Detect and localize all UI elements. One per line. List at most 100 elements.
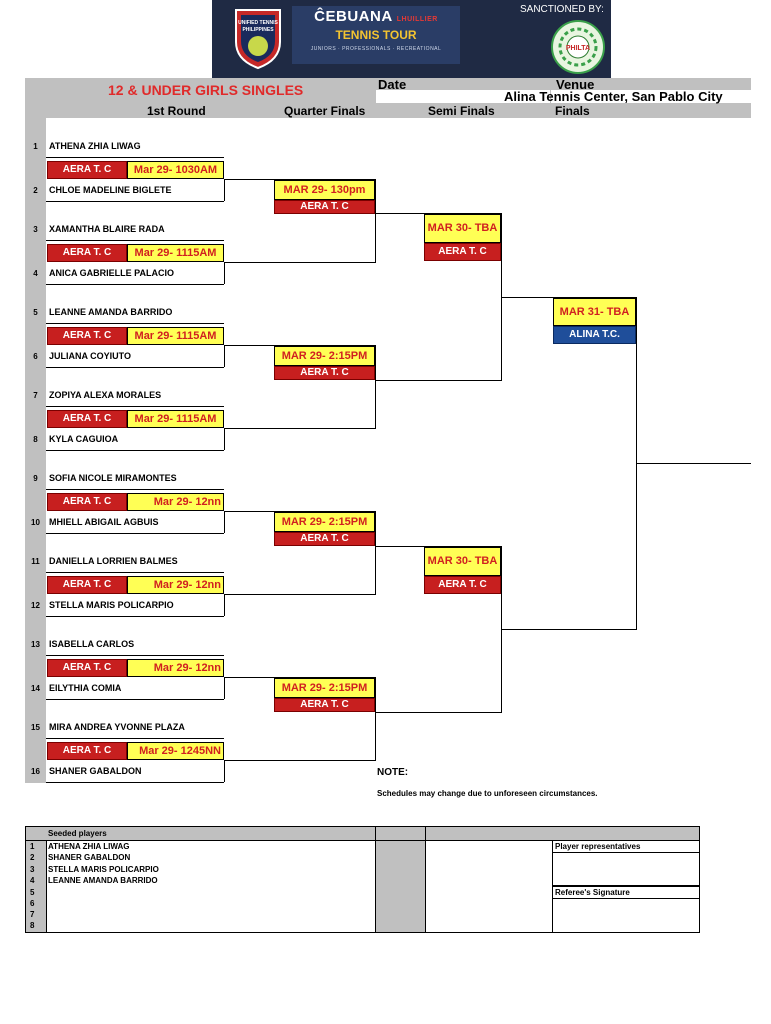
bracket-line — [375, 546, 501, 547]
r1-match-venue: AERA T. C — [47, 493, 127, 511]
sponsor-main: ĈEBUANA — [314, 8, 393, 25]
bracket-line — [375, 213, 501, 214]
venue-value: Alina Tennis Center, San Pablo City — [504, 89, 723, 104]
bracket-line — [224, 428, 375, 429]
qf-match-time: MAR 29- 130pm — [274, 180, 375, 200]
qf-match-time: MAR 29- 2:15PM — [274, 512, 375, 532]
seed-number: 8 — [30, 921, 35, 930]
bracket-line — [224, 760, 375, 761]
table-line — [46, 840, 47, 932]
seed-name: STELLA MARIS POLICARPIO — [48, 865, 159, 874]
bracket-line — [224, 677, 225, 699]
draw-number: 2 — [33, 186, 38, 195]
bracket-line — [46, 572, 224, 573]
round-final-label: Finals — [555, 104, 590, 118]
bracket-line — [224, 511, 225, 533]
r1-match-time: Mar 29- 12nn — [127, 659, 224, 677]
draw-number: 1 — [33, 142, 38, 151]
table-line — [552, 852, 700, 853]
referee-signature-label: Referee's Signature — [555, 888, 630, 897]
draw-number: 7 — [33, 391, 38, 400]
seed-number: 2 — [30, 853, 35, 862]
qf-match-venue: AERA T. C — [274, 200, 375, 214]
r1-match-time: Mar 29- 12nn — [127, 576, 224, 594]
bracket-line — [224, 760, 225, 782]
draw-number: 14 — [31, 684, 40, 693]
philta-logo: PHILTA — [551, 20, 605, 74]
seeds-header-bg — [426, 827, 699, 840]
bracket-line — [224, 677, 375, 678]
round-sf-label: Semi Finals — [428, 104, 495, 118]
bracket-line — [224, 594, 375, 595]
venue-field — [551, 90, 751, 103]
tour-tagline: JUNIORS · PROFESSIONALS · RECREATIONAL — [310, 46, 442, 52]
seed-number: 1 — [30, 842, 35, 851]
note-label: NOTE: — [377, 767, 409, 778]
player-name: JULIANA COYIUTO — [49, 351, 132, 361]
qf-match-venue: AERA T. C — [274, 366, 375, 380]
seeds-gray-column — [375, 827, 426, 932]
sf-match-venue: AERA T. C — [424, 243, 501, 261]
table-line — [25, 840, 700, 841]
r1-match-time: Mar 29- 12nn — [127, 493, 224, 511]
player-name: EILYTHIA COMIA — [49, 683, 122, 693]
r1-match-time: Mar 29- 1115AM — [127, 327, 224, 345]
svg-text:PHILTA: PHILTA — [566, 45, 590, 52]
player-name: ANICA GABRIELLE PALACIO — [49, 268, 174, 278]
bracket-line — [224, 262, 225, 284]
r1-match-time: Mar 29- 1115AM — [127, 410, 224, 428]
draw-number: 5 — [33, 308, 38, 317]
bracket-line — [636, 463, 751, 464]
player-name: SOFIA NICOLE MIRAMONTES — [49, 473, 177, 483]
bracket-line — [224, 594, 225, 616]
player-name: XAMANTHA BLAIRE RADA — [49, 224, 165, 234]
r1-match-venue: AERA T. C — [47, 410, 127, 428]
sf-match-time: MAR 30- TBA — [424, 214, 501, 243]
draw-number: 15 — [31, 723, 40, 732]
bracket-line — [46, 450, 224, 451]
date-label: Date — [378, 77, 407, 92]
r1-match-venue: AERA T. C — [47, 244, 127, 262]
bracket-line — [375, 179, 376, 263]
player-reps-label: Player representatives — [555, 842, 641, 851]
r1-match-venue: AERA T. C — [47, 576, 127, 594]
player-name: STELLA MARIS POLICARPIO — [49, 600, 174, 610]
bracket-line — [375, 677, 376, 761]
seed-number: 5 — [30, 888, 35, 897]
seed-number: 6 — [30, 899, 35, 908]
player-name: CHLOE MADELINE BIGLETE — [49, 185, 172, 195]
bracket-line — [375, 712, 501, 713]
seeds-num-column — [26, 840, 46, 932]
bracket-line — [46, 406, 224, 407]
player-name: MIRA ANDREA YVONNE PLAZA — [49, 722, 185, 732]
cebuana-tennis-tour-logo: ĈEBUANA LHUILLIER TENNIS TOUR JUNIORS · … — [292, 6, 460, 64]
bracket-line — [501, 629, 636, 630]
draw-number: 8 — [33, 435, 38, 444]
bracket-line — [375, 511, 376, 595]
player-name: DANIELLA LORRIEN BALMES — [49, 556, 178, 566]
bracket-line — [46, 367, 224, 368]
seed-number: 7 — [30, 910, 35, 919]
r1-match-venue: AERA T. C — [47, 161, 127, 179]
bracket-line — [46, 201, 224, 202]
bracket-line — [46, 699, 224, 700]
date-field — [376, 90, 550, 103]
r1-match-venue: AERA T. C — [47, 659, 127, 677]
seed-name: ATHENA ZHIA LIWAG — [48, 842, 130, 851]
bracket-line — [46, 782, 224, 783]
player-name: MHIELL ABIGAIL AGBUIS — [49, 517, 159, 527]
round-header-bar — [25, 104, 751, 118]
sf-match-venue: AERA T. C — [424, 576, 501, 594]
player-name: ZOPIYA ALEXA MORALES — [49, 390, 162, 400]
note-text: Schedules may change due to unforeseen c… — [377, 789, 598, 798]
draw-number: 3 — [33, 225, 38, 234]
draw-number: 4 — [33, 269, 38, 278]
player-name: ATHENA ZHIA LIWAG — [49, 141, 141, 151]
draw-number: 13 — [31, 640, 40, 649]
seed-number: 4 — [30, 876, 35, 885]
bracket-line — [46, 738, 224, 739]
bracket-line — [224, 262, 375, 263]
draw-number: 12 — [31, 601, 40, 610]
round-1-label: 1st Round — [147, 104, 206, 118]
bracket-line — [46, 616, 224, 617]
